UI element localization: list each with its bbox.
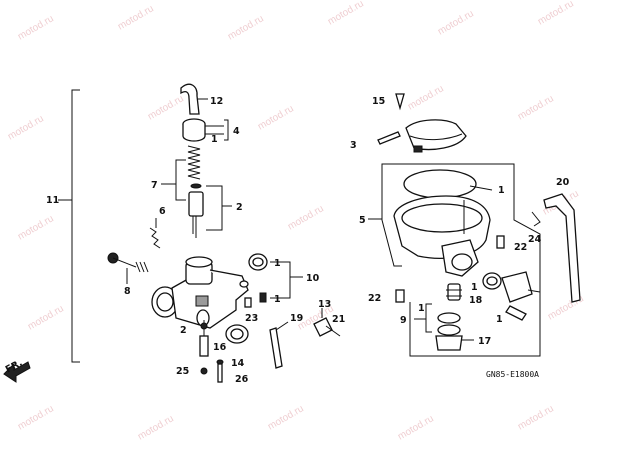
jet-holder-part — [200, 322, 208, 330]
drain-screw-part — [244, 297, 252, 308]
bracket-10 — [270, 261, 291, 299]
gasket-part — [403, 169, 477, 199]
watermark: motod.ru — [16, 13, 56, 42]
callout-21: 21 — [332, 314, 345, 325]
filter-ring-part — [437, 312, 461, 324]
callout-3: 3 — [350, 140, 357, 151]
watermark: motod.ru — [6, 113, 46, 142]
carburetor-body-part — [151, 256, 249, 329]
callout-26: 26 — [235, 374, 249, 385]
filter-ring-lower-part — [437, 324, 461, 336]
callout-1-ring: 1 — [418, 303, 425, 314]
callout-6: 6 — [159, 206, 166, 217]
o-ring-inner — [252, 257, 264, 267]
watermark: motod.ru — [136, 413, 176, 442]
bracket-9 — [425, 303, 432, 333]
slow-jet-part — [216, 359, 224, 383]
needle-jet-part — [200, 367, 208, 375]
callout-2-upper: 2 — [236, 202, 243, 213]
screw-lower-part — [395, 289, 405, 303]
callout-10: 10 — [306, 273, 320, 284]
drain-hose-part — [269, 321, 289, 369]
callout-9: 9 — [400, 315, 407, 326]
watermark: motod.ru — [256, 103, 296, 132]
watermark: motod.ru — [16, 213, 56, 242]
callout-8: 8 — [124, 286, 131, 297]
throttle-valve-part — [188, 183, 204, 238]
callout-23: 23 — [245, 313, 258, 324]
diagram-code: GN85-E1800A — [486, 370, 539, 379]
callout-12: 12 — [210, 96, 223, 107]
callout-1-clip: 1 — [274, 294, 281, 305]
callout-19: 19 — [290, 313, 303, 324]
callout-11: 11 — [46, 195, 59, 206]
watermark: motod.ru — [116, 3, 156, 32]
watermark: motod.ru — [326, 0, 366, 28]
crankcase-breather-hose-part — [543, 193, 581, 303]
o-ring-right-inner — [486, 276, 498, 286]
air-cleaner-case-part — [393, 195, 491, 277]
bracket-7 — [175, 159, 186, 201]
callout-14: 14 — [231, 358, 245, 369]
callout-1-fitting: 1 — [496, 314, 503, 325]
callout-1-oring: 1 — [274, 258, 281, 269]
clip-screw-part — [377, 131, 401, 145]
callout-1-valve: 1 — [471, 282, 478, 293]
clip-part — [259, 292, 267, 303]
watermark: motod.ru — [536, 0, 576, 28]
throttle-spring-part — [187, 145, 201, 180]
screw-upper-part — [496, 235, 505, 249]
drain-fitting-part — [501, 271, 541, 321]
bracket-2-upper — [206, 185, 223, 231]
watermark: motod.ru — [266, 403, 306, 432]
callout-22-upper: 22 — [514, 242, 527, 253]
bracket-5 — [381, 163, 402, 267]
watermark: motod.ru — [396, 413, 436, 442]
bracket-11 — [71, 89, 80, 363]
callout-7: 7 — [151, 180, 158, 191]
air-cleaner-cover-part — [405, 119, 467, 153]
callout-2-lower: 2 — [180, 325, 187, 336]
front-direction-arrow — [3, 361, 31, 383]
vent-tube-part — [180, 83, 208, 115]
watermark: motod.ru — [516, 403, 556, 432]
carburetor-top-cap-part — [182, 118, 229, 142]
callout-24: 24 — [528, 234, 542, 245]
callout-20: 20 — [556, 177, 570, 188]
filter-cup-part — [435, 335, 474, 351]
watermark: motod.ru — [16, 403, 56, 432]
float-chamber-cap-inner — [230, 328, 244, 340]
bracket-upper-right — [386, 163, 541, 357]
fuel-joint-part — [313, 308, 341, 337]
watermark: motod.ru — [406, 83, 446, 112]
watermark: motod.ru — [436, 8, 476, 37]
float-valve-part — [446, 283, 462, 301]
callout-18: 18 — [469, 295, 483, 306]
callout-15: 15 — [372, 96, 385, 107]
hose-clip-part — [531, 211, 541, 227]
callout-13: 13 — [318, 299, 331, 310]
callout-22-lower: 22 — [368, 293, 381, 304]
throttle-stop-screw-part — [107, 252, 149, 284]
watermark: motod.ru — [516, 93, 556, 122]
air-screw-part — [149, 218, 161, 249]
callout-17: 17 — [478, 336, 491, 347]
callout-4: 4 — [233, 126, 240, 137]
breather-plug-part — [395, 93, 405, 111]
watermark: motod.ru — [286, 203, 326, 232]
callout-5: 5 — [359, 215, 366, 226]
callout-16: 16 — [213, 342, 227, 353]
watermark: motod.ru — [26, 303, 66, 332]
callout-1-gasket: 1 — [498, 185, 505, 196]
watermark: motod.ru — [146, 93, 186, 122]
watermark: motod.ru — [226, 13, 266, 42]
leader-gasket — [469, 185, 493, 191]
callout-25: 25 — [176, 366, 189, 377]
callout-1-cap: 1 — [211, 134, 218, 145]
